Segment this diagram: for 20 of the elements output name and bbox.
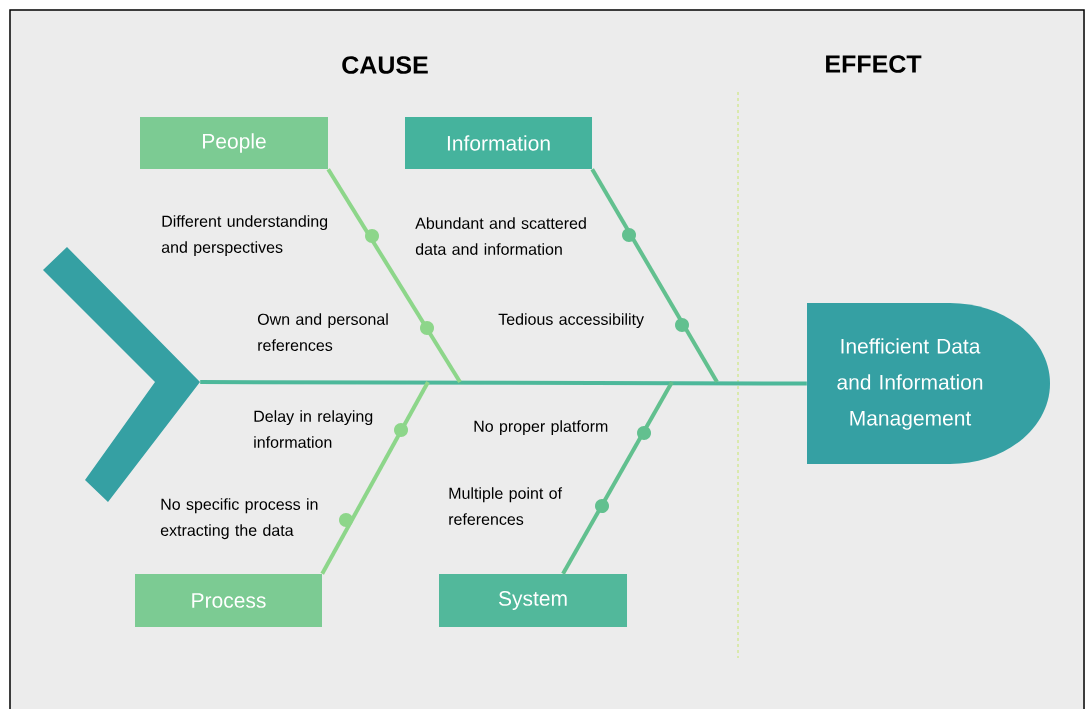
bone-line: [561, 381, 674, 575]
cause-label: No proper platform: [474, 420, 608, 436]
cause-label: Tedious accessibility: [498, 313, 644, 329]
effect-head: Inefficient Data and Information Management: [807, 303, 1050, 464]
bone-line: [590, 168, 719, 383]
cause-label: Abundant and scattered data and information: [415, 217, 586, 255]
cause-label: Own and personal references: [257, 313, 388, 351]
cause-label: No specific process in extracting the data: [160, 498, 318, 540]
cause-label: Different understanding and perspectives: [161, 215, 328, 257]
category-box: People: [140, 117, 328, 169]
bone-line: [326, 168, 462, 384]
category-box: System: [439, 574, 627, 627]
bone-line: [320, 381, 430, 575]
cause-label: Multiple point of references: [449, 487, 563, 525]
category-box: Process: [135, 574, 322, 627]
section-heading: CAUSE: [342, 56, 428, 74]
section-heading: EFFECT: [826, 55, 922, 73]
spine-line: [200, 380, 807, 386]
cause-label: Delay in relaying information: [254, 410, 373, 448]
category-box: Information: [405, 117, 592, 169]
